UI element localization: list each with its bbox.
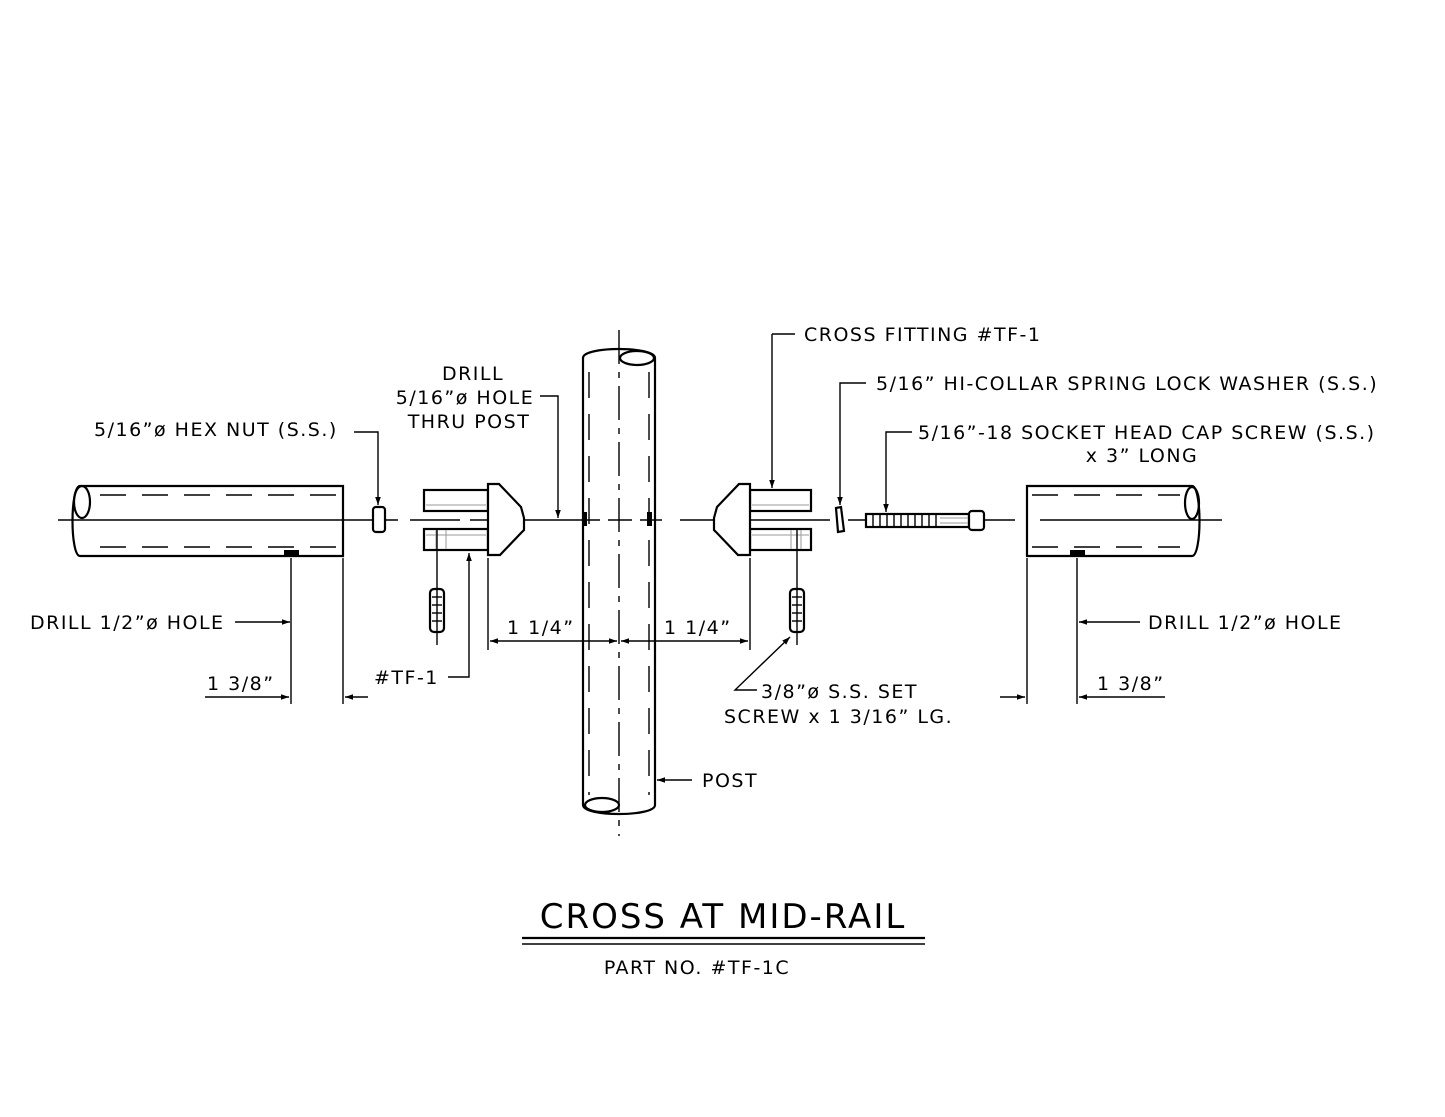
right-rail [1025, 484, 1201, 558]
dim-right-offset: 1 3/8” [1097, 673, 1165, 695]
right-cross-fitting [712, 482, 813, 557]
label-post: POST [702, 770, 758, 792]
label-drill-right: DRILL 1/2”ø HOLE [1148, 612, 1343, 634]
label-drill-2: 5/16”ø HOLE [396, 387, 535, 409]
dimension-lines [205, 558, 1165, 704]
left-cross-fitting [422, 482, 526, 557]
dim-left-fitting: 1 1/4” [507, 617, 575, 639]
label-hex-nut: 5/16”ø HEX NUT (S.S.) [94, 419, 338, 441]
leaders [235, 333, 1140, 783]
label-drill-1: DRILL [442, 363, 504, 385]
left-rail [71, 484, 345, 558]
label-cap-screw-length: x 3” LONG [1086, 445, 1199, 467]
label-set-screw-1: 3/8”ø S.S. SET [761, 681, 918, 703]
post [581, 330, 657, 836]
label-cross-fitting: CROSS FITTING #TF-1 [804, 324, 1041, 346]
cap-screw [864, 509, 986, 532]
dim-right-fitting: 1 1/4” [664, 617, 732, 639]
dim-left-offset: 1 3/8” [207, 673, 275, 695]
label-set-screw-2: SCREW x 1 3/16” LG. [724, 706, 953, 728]
hex-nut [371, 505, 387, 534]
label-drill-3: THRU POST [407, 411, 531, 433]
label-drill-left: DRILL 1/2”ø HOLE [30, 612, 225, 634]
label-lock-washer: 5/16” HI-COLLAR SPRING LOCK WASHER (S.S.… [876, 373, 1378, 395]
drawing-title: CROSS AT MID-RAIL [540, 897, 907, 937]
label-cap-screw: 5/16”-18 SOCKET HEAD CAP SCREW (S.S.) [918, 422, 1376, 444]
label-tf1: #TF-1 [374, 667, 439, 689]
part-number: PART NO. #TF-1C [604, 957, 790, 979]
lock-washer [834, 505, 846, 534]
